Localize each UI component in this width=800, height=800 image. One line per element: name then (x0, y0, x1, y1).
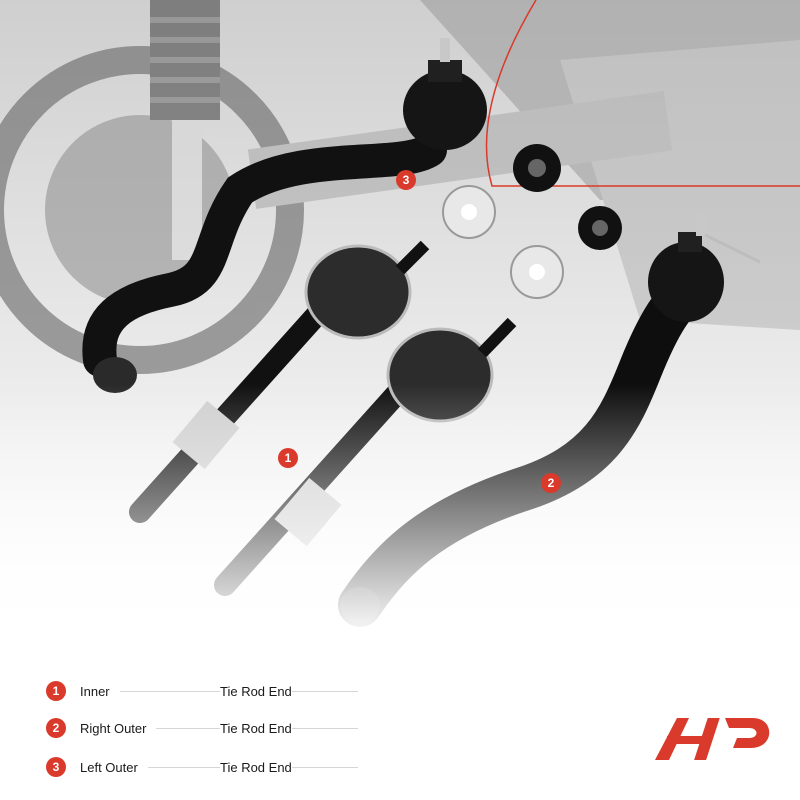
callout-2: 2 (541, 473, 561, 493)
legend-value: Tie Rod End (220, 759, 292, 775)
legend-item-inner: 1 Inner Tie Rod End (46, 680, 366, 702)
parts-legend: 1 Inner Tie Rod End 2 Right Outer Tie Ro… (0, 640, 800, 800)
legend-item-right-outer: 2 Right Outer Tie Rod End (46, 717, 366, 739)
legend-value: Tie Rod End (220, 720, 292, 736)
legend-label: Right Outer (80, 720, 147, 736)
legend-number: 2 (46, 718, 66, 738)
callout-3: 3 (396, 170, 416, 190)
a-premium-logo-icon (655, 718, 770, 760)
legend-label: Inner (80, 683, 110, 699)
legend-number: 3 (46, 757, 66, 777)
legend-value: Tie Rod End (220, 683, 292, 699)
legend-label: Left Outer (80, 759, 138, 775)
tie-rod-kit-photo (0, 0, 800, 640)
legend-item-left-outer: 3 Left Outer Tie Rod End (46, 756, 366, 778)
callout-1: 1 (278, 448, 298, 468)
legend-number: 1 (46, 681, 66, 701)
